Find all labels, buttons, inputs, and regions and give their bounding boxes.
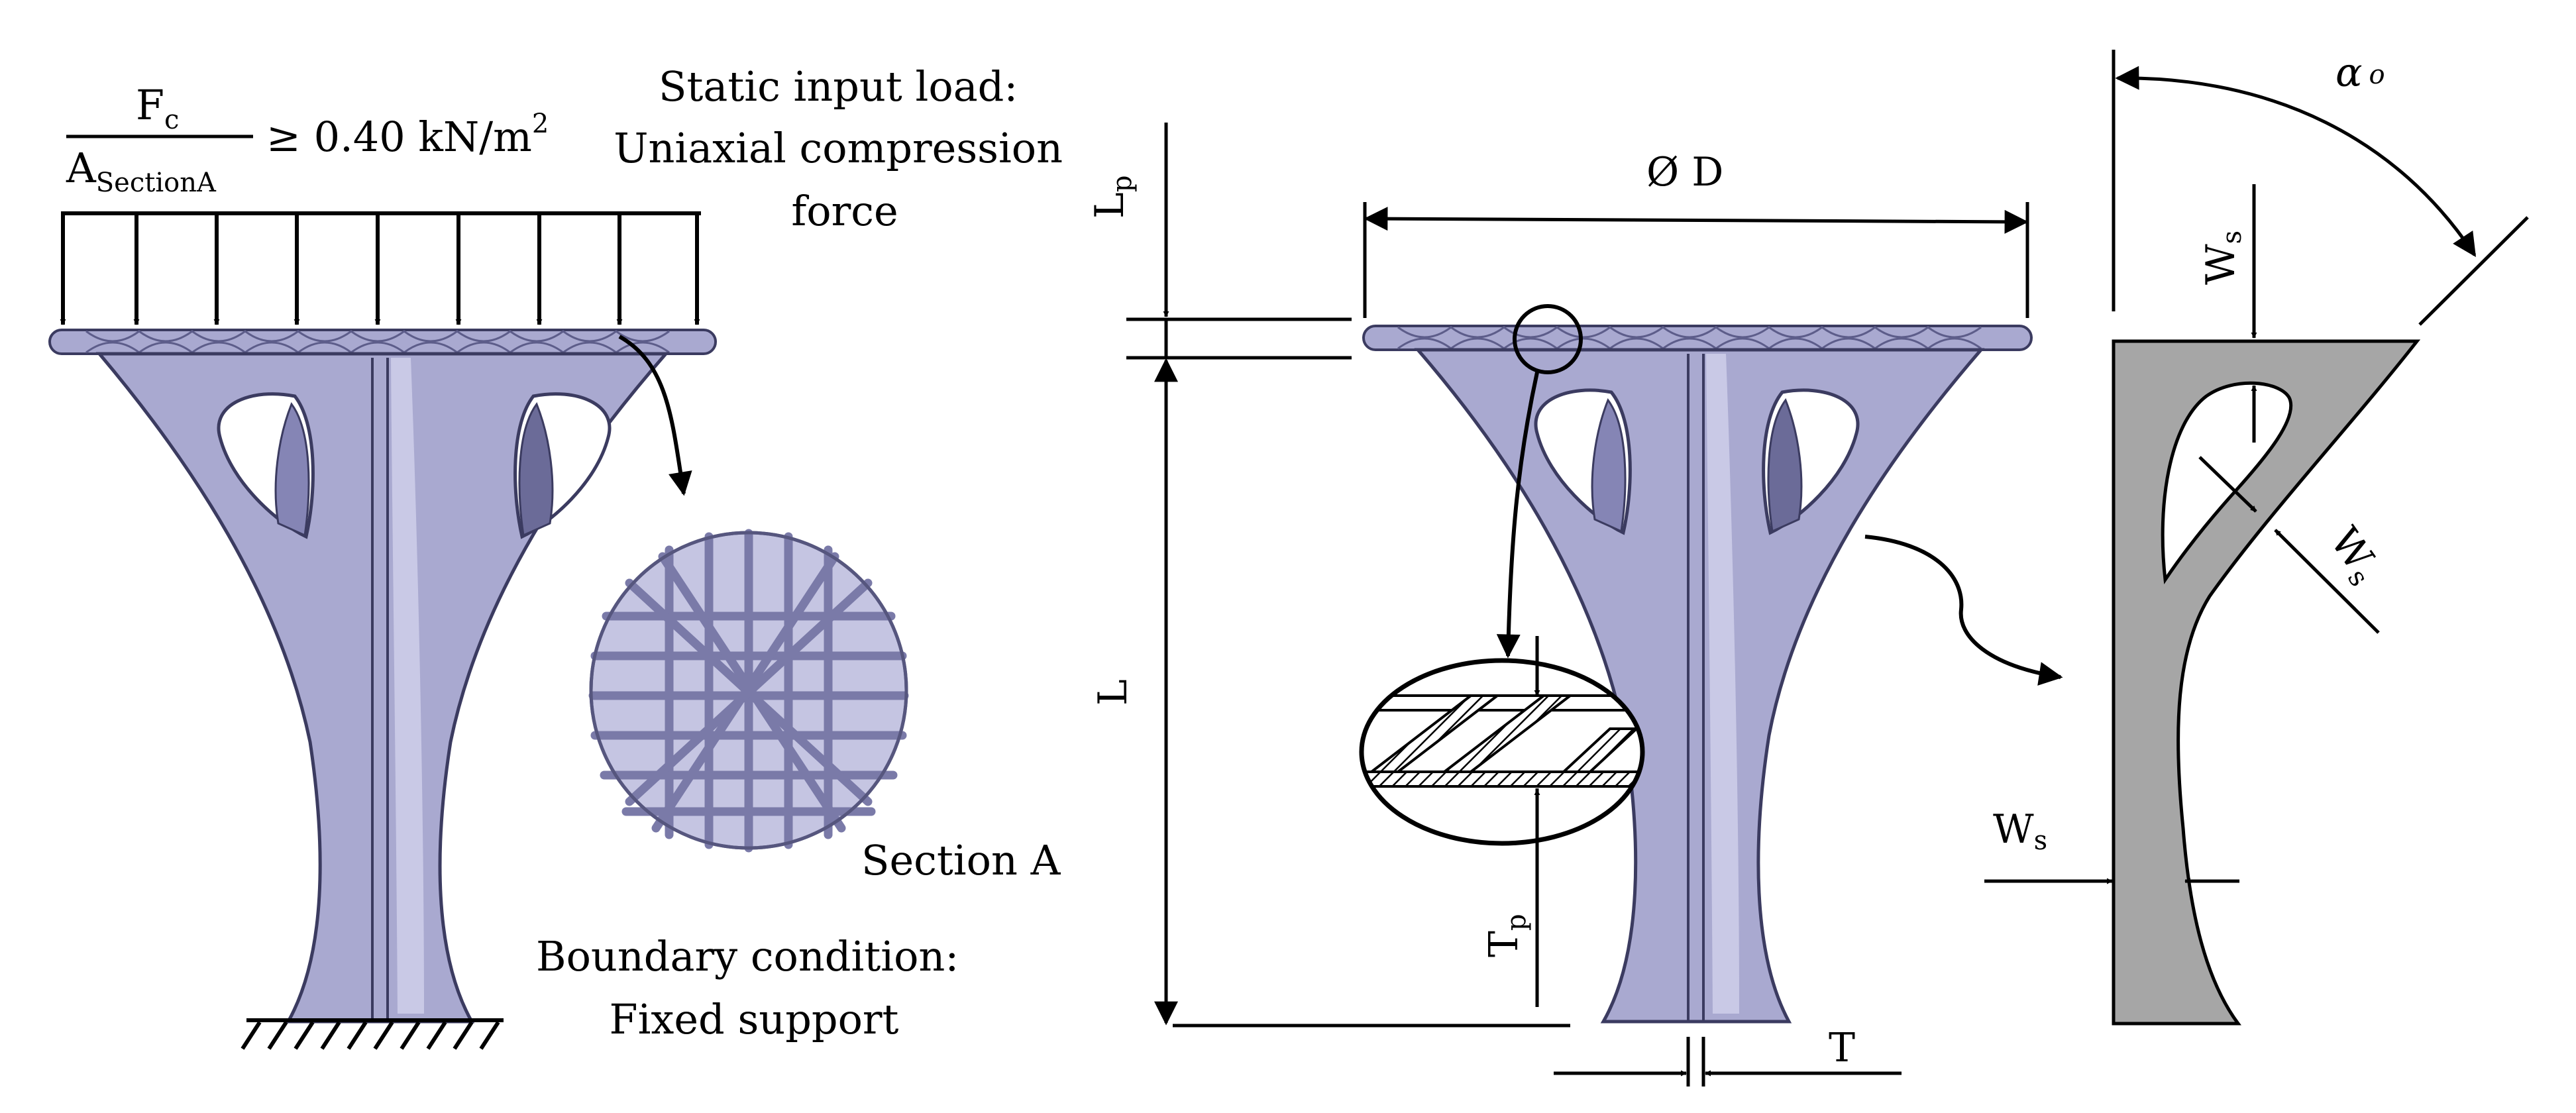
formula-denominator: ASectionA (66, 144, 217, 198)
section-view-arrow (1864, 535, 2063, 686)
length-dimension (1154, 358, 1570, 1028)
panel-load-boundary: Fc ASectionA ≥ 0.40 kN/m2 Static input l… (48, 62, 1076, 1050)
panel-dimensions: Ø D Lp L (1087, 123, 2063, 1086)
tree-body-middle (1414, 348, 1985, 1024)
detail-leader-arrow (1496, 372, 1539, 659)
formula-relation: ≥ 0.40 kN/m2 (266, 109, 549, 161)
wall-thickness-label: T (1829, 1025, 1855, 1071)
tree-body-middle-highlight (1706, 354, 1739, 1014)
plate-thickness-label: Lp (1087, 176, 1138, 219)
distributed-load-arrows (60, 211, 701, 325)
boundary-label-line-2: Fixed support (610, 995, 899, 1043)
length-label: L (1090, 679, 1136, 706)
top-plate-lattice-middle (1397, 326, 1982, 350)
formula-numerator: Fc (136, 81, 179, 135)
web-width-diagonal-dimension (2198, 456, 2380, 634)
angle-dimension (2112, 50, 2529, 326)
section-pointer-arrow (618, 335, 692, 496)
fixed-support-symbol (241, 1018, 504, 1050)
boundary-label: Boundary condition: Fixed support (536, 932, 972, 1043)
load-label-line-1: Static input load: (659, 62, 1018, 111)
section-a-lattice (588, 529, 909, 853)
load-label: Static input load: Uniaxial compression … (614, 62, 1076, 235)
lattice-thickness-label: Tp (1481, 914, 1532, 957)
load-formula: Fc ASectionA ≥ 0.40 kN/m2 (66, 81, 549, 198)
wall-thickness-dimension (1554, 1037, 1902, 1086)
right-opening-strut (518, 401, 554, 537)
diameter-dimension (1363, 202, 2029, 318)
tree-body-highlight (391, 358, 424, 1014)
load-label-line-2: Uniaxial compression (614, 124, 1063, 172)
top-plate-lattice (85, 330, 670, 354)
left-opening-strut (274, 401, 310, 537)
diameter-label: Ø D (1646, 149, 1723, 195)
middle-left-opening-strut (1591, 398, 1627, 533)
boundary-label-line-1: Boundary condition: (536, 932, 959, 980)
load-label-line-3: force (791, 187, 898, 235)
middle-right-opening-strut (1767, 398, 1803, 533)
section-a-label: Section A (861, 836, 1061, 884)
web-width-vertical-label: Ws (2198, 231, 2247, 285)
magnified-lattice-detail (1359, 658, 1645, 846)
detail-circle (1513, 304, 1583, 374)
tree-part-middle (1362, 325, 2033, 1024)
web-width-horizontal-label: Ws (1993, 806, 2047, 856)
plate-thickness-dimension (1126, 123, 1352, 360)
